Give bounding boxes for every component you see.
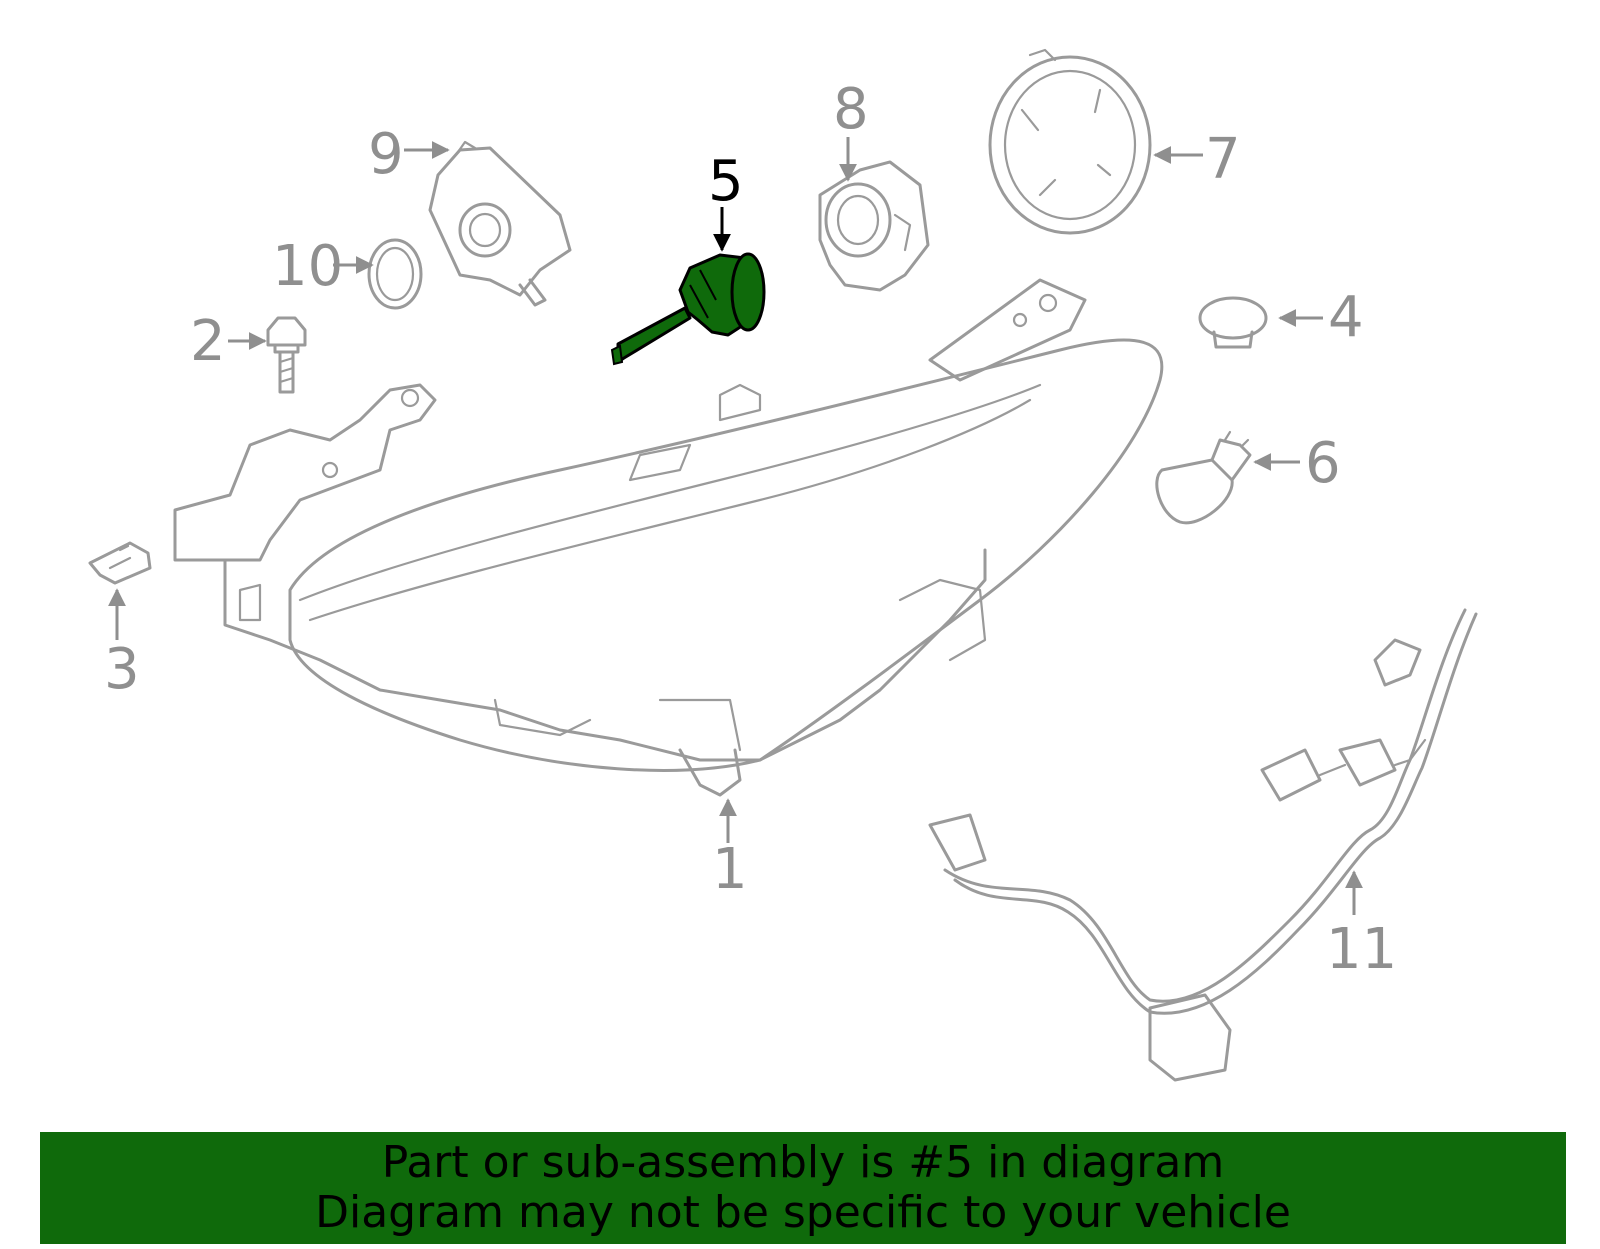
part-2-bolt[interactable] xyxy=(266,316,307,394)
info-banner: Part or sub-assembly is #5 in diagram Di… xyxy=(40,1132,1566,1244)
callout-2: 2 xyxy=(190,309,226,374)
parts-diagram: 1 2 3 4 5 6 7 8 9 10 11 xyxy=(88,48,1478,1082)
callout-arrows xyxy=(108,137,1363,915)
callout-8: 8 xyxy=(833,77,869,142)
callout-1: 1 xyxy=(712,837,748,902)
callout-7: 7 xyxy=(1205,127,1241,192)
callout-10: 10 xyxy=(272,234,343,299)
callout-4: 4 xyxy=(1328,285,1364,350)
part-6-bulb[interactable] xyxy=(1155,430,1252,525)
callout-5: 5 xyxy=(708,149,744,214)
part-1-headlamp-assembly[interactable] xyxy=(173,278,1164,797)
callout-3: 3 xyxy=(104,637,140,702)
part-7-retainer-ring[interactable] xyxy=(988,48,1152,235)
callout-9: 9 xyxy=(368,122,404,187)
banner-line-2: Diagram may not be specific to your vehi… xyxy=(315,1187,1291,1238)
callout-labels: 1 2 3 4 5 6 7 8 9 10 11 xyxy=(104,77,1397,982)
part-3-clip[interactable] xyxy=(88,541,152,585)
part-9-module[interactable] xyxy=(428,140,572,307)
banner-line-1: Part or sub-assembly is #5 in diagram xyxy=(381,1137,1225,1188)
part-10-o-ring[interactable] xyxy=(367,238,423,310)
callout-6: 6 xyxy=(1305,431,1341,496)
part-8-socket[interactable] xyxy=(818,160,930,292)
part-11-wiring-harness[interactable] xyxy=(928,608,1478,1082)
part-5-bulb[interactable] xyxy=(610,252,766,366)
part-4-cap[interactable] xyxy=(1198,296,1268,349)
callout-11: 11 xyxy=(1326,917,1397,982)
